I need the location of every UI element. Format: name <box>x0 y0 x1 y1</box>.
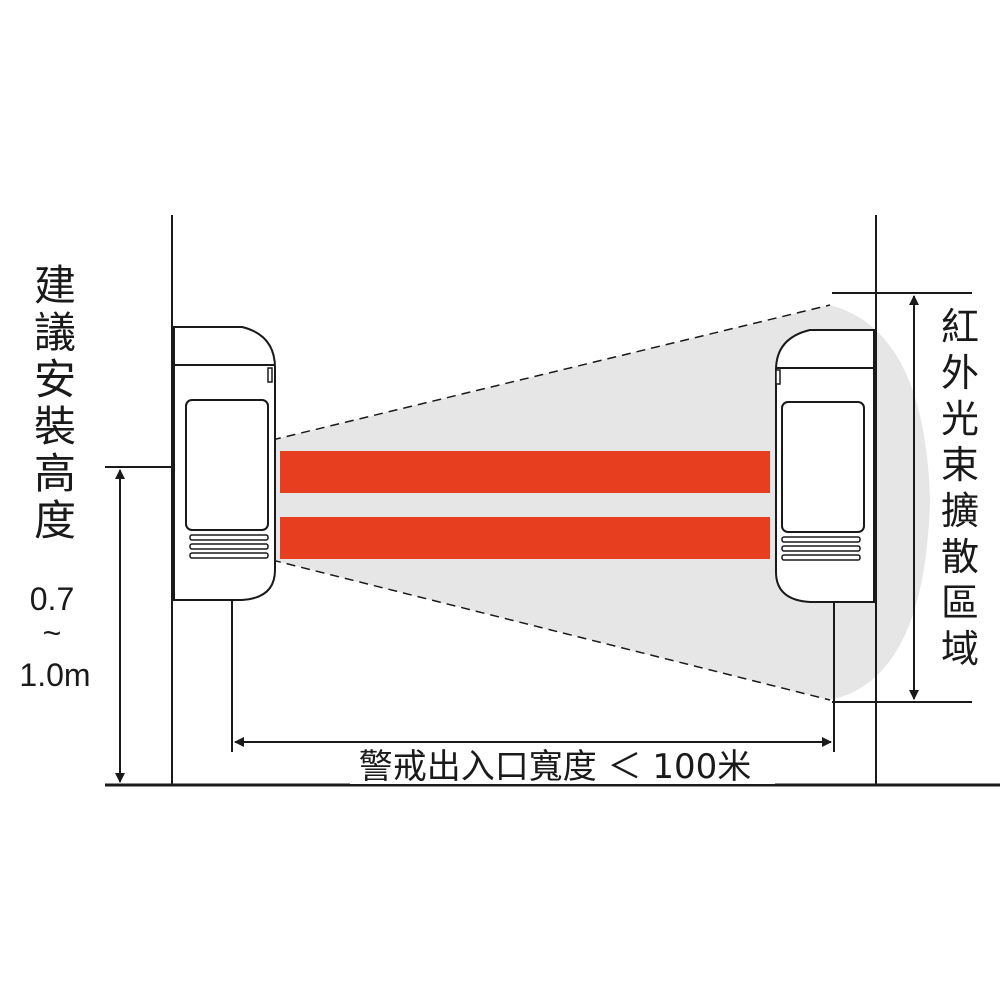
spread-area-char: 束 <box>941 443 979 487</box>
beam-boundary-top <box>271 304 831 441</box>
install-height-min: 0.7 <box>30 581 74 617</box>
install-height-char: 高 <box>34 449 76 498</box>
spread-area-label: 紅 外 光 束 擴 散 區 域 <box>941 305 979 671</box>
install-height-char: 議 <box>34 308 76 357</box>
install-height-label: 建 議 安 裝 高 度 <box>34 261 76 545</box>
install-height-char: 安 <box>34 355 76 404</box>
install-height-char: 度 <box>34 496 76 545</box>
spread-area-char: 外 <box>941 351 979 395</box>
beam-boundary-bottom <box>271 559 831 701</box>
width-note-backdrop <box>350 744 775 784</box>
install-height-tilde: ~ <box>43 615 62 651</box>
width-note: 警戒出入口寬度 ＜ 100米 <box>359 747 752 787</box>
left-sensor-unit <box>173 326 276 601</box>
install-height-char: 裝 <box>34 402 76 451</box>
infrared-beam-lower <box>280 517 770 559</box>
spread-area-char: 區 <box>941 581 979 625</box>
spread-area-char: 光 <box>941 397 979 441</box>
infrared-beam-upper <box>280 451 770 493</box>
spread-area-char: 擴 <box>941 489 979 533</box>
install-height-max: 1.0m <box>19 657 90 693</box>
right-sensor-unit <box>775 329 875 603</box>
spread-area-char: 紅 <box>941 305 979 349</box>
spread-area-char: 域 <box>941 627 979 671</box>
spread-area-char: 散 <box>941 535 979 579</box>
install-height-char: 建 <box>34 261 76 310</box>
